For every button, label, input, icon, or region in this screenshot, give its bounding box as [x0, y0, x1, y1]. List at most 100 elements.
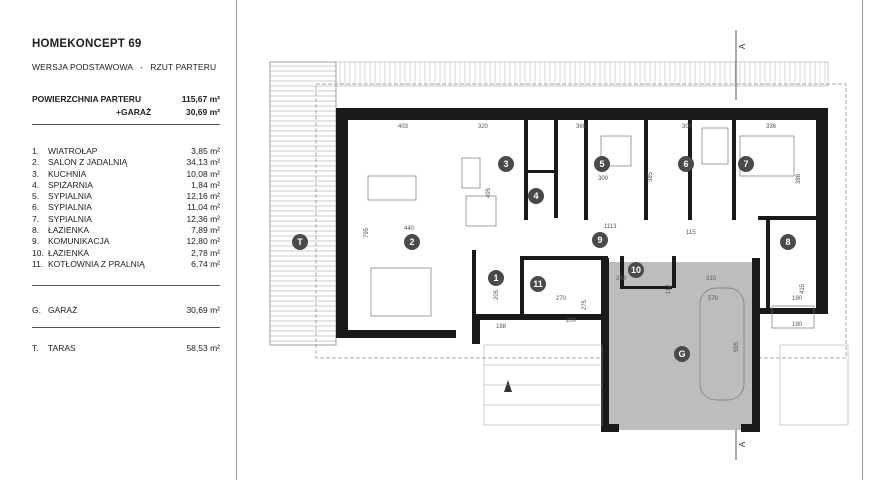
- dimension-label: 320: [478, 124, 489, 130]
- garage-name: GARAŻ: [48, 305, 78, 315]
- plan-subtitle: WERSJA PODSTAWOWA - RZUT PARTERU: [32, 62, 216, 72]
- subtitle-separator: -: [135, 62, 148, 72]
- room-number: 4.: [32, 179, 40, 190]
- garage-divider: [32, 327, 220, 328]
- room-row: 9. KOMUNIKACJA 12,80 m²: [32, 236, 220, 247]
- dimension-label: 415: [800, 283, 806, 294]
- dimension-label: 205: [494, 289, 500, 300]
- room-bubble: 4: [528, 188, 544, 204]
- room-number: 6.: [32, 202, 40, 213]
- room-row: 5. SYPIALNIA 12,16 m²: [32, 191, 220, 202]
- dimension-label: 388: [796, 173, 802, 184]
- roof-outline: [315, 83, 847, 359]
- room-number: 1.: [32, 146, 40, 156]
- room-list: 1. WIATROŁAP 3,85 m² 2. SALON Z JADALNIĄ 34,1…: [32, 146, 220, 270]
- room-bubble: T: [292, 234, 308, 250]
- dimension-label: 795: [364, 227, 370, 238]
- room-name: ŁAZIENKA: [48, 225, 90, 236]
- entrance-arrow: [504, 380, 512, 392]
- room-name: ŁAZIENKA: [48, 247, 90, 258]
- dimension-label: 495: [486, 187, 492, 198]
- room-name: WIATROŁAP: [48, 146, 98, 156]
- left-frame-line: [236, 0, 237, 480]
- room-bubble: G: [674, 346, 690, 362]
- dimension-label: 300: [598, 176, 609, 182]
- dimension-label: 595: [734, 341, 740, 352]
- room-number: 3.: [32, 168, 40, 179]
- room-area: 10,08 m²: [186, 168, 220, 179]
- ground-area-row: POWIERZCHNIA PARTERU 115,67 m²: [32, 94, 220, 104]
- room-bubble: 5: [594, 156, 610, 172]
- variant-label: WERSJA PODSTAWOWA: [32, 62, 133, 72]
- room-number: 11.: [32, 258, 44, 269]
- room-number: 10.: [32, 247, 44, 258]
- furniture: [367, 127, 815, 401]
- room-name: SYPIALNIA: [48, 191, 92, 202]
- ground-area-label: POWIERZCHNIA PARTERU: [32, 94, 142, 104]
- dimension-label: 440: [404, 226, 415, 232]
- room-bubble: 7: [738, 156, 754, 172]
- room-area: 12,36 m²: [186, 213, 220, 224]
- view-label: RZUT PARTERU: [150, 62, 217, 72]
- room-row: 3. KUCHNIA 10,08 m²: [32, 169, 220, 180]
- dimension-label: 300: [682, 124, 693, 130]
- rooms-divider: [32, 285, 220, 286]
- room-bubble: 2: [404, 234, 420, 250]
- room-bubble: 11: [530, 276, 546, 292]
- room-name: KOTŁOWNIA Z PRALNIĄ: [48, 258, 145, 269]
- dimension-label: 248: [616, 276, 627, 282]
- room-number: 2.: [32, 157, 40, 168]
- garage-num: G.: [32, 305, 41, 315]
- terrace-row: T. TARAS 58,53 m²: [32, 343, 220, 353]
- dimension-label: 190: [792, 322, 803, 328]
- dimension-label: 190: [792, 296, 803, 302]
- section-marker-top: A: [738, 43, 748, 50]
- room-row: 4. SPIŻARNIA 1,84 m²: [32, 180, 220, 191]
- info-panel: HOMEKONCEPT 69 WERSJA PODSTAWOWA - RZUT …: [0, 0, 236, 480]
- room-number: 8.: [32, 225, 40, 236]
- room-number: 5.: [32, 191, 40, 202]
- room-area: 1,84 m²: [191, 179, 220, 190]
- room-area: 3,85 m²: [191, 146, 220, 156]
- room-bubble: 6: [678, 156, 694, 172]
- room-area: 12,16 m²: [186, 191, 220, 202]
- garage-area: 30,69 m²: [186, 305, 220, 315]
- room-number: 9.: [32, 236, 40, 247]
- dimension-label: 570: [708, 296, 719, 302]
- room-name: KUCHNIA: [48, 168, 87, 179]
- room-row: 1. WIATROŁAP 3,85 m²: [32, 146, 220, 157]
- dimension-label: 270: [556, 296, 567, 302]
- dimension-label: 1113: [604, 224, 617, 230]
- room-area: 34,13 m²: [186, 157, 220, 168]
- dimension-label: 115: [686, 230, 696, 236]
- room-bubble: 1: [488, 270, 504, 286]
- terrace-name: TARAS: [48, 343, 76, 353]
- summary-divider: [32, 124, 220, 125]
- room-name: SYPIALNIA: [48, 213, 92, 224]
- dimension-label: 336: [766, 124, 777, 130]
- garage-area-label: +GARAŻ: [116, 107, 152, 117]
- room-area: 12,80 m²: [186, 236, 220, 247]
- right-frame-line: [862, 0, 863, 480]
- dimension-label: 385: [648, 171, 654, 182]
- room-name: KOMUNIKACJA: [48, 236, 110, 247]
- garage-row: G. GARAŻ 30,69 m²: [32, 305, 220, 315]
- garage-area-value: 30,69 m²: [185, 107, 220, 117]
- dimension-label: 200: [566, 318, 577, 324]
- roof-top-band: [335, 61, 829, 87]
- room-bubble: 3: [498, 156, 514, 172]
- dimension-label: 188: [496, 324, 507, 330]
- room-name: SALON Z JADALNIĄ: [48, 157, 128, 168]
- terrace-area: 58,53 m²: [186, 343, 220, 353]
- outer-walls: [336, 108, 828, 432]
- garage-area-row: +GARAŻ 30,69 m²: [32, 107, 220, 117]
- room-bubble: 10: [628, 262, 644, 278]
- room-row: 2. SALON Z JADALNIĄ 34,13 m²: [32, 157, 220, 168]
- room-name: SPIŻARNIA: [48, 179, 93, 190]
- dimension-label: 403: [398, 124, 409, 130]
